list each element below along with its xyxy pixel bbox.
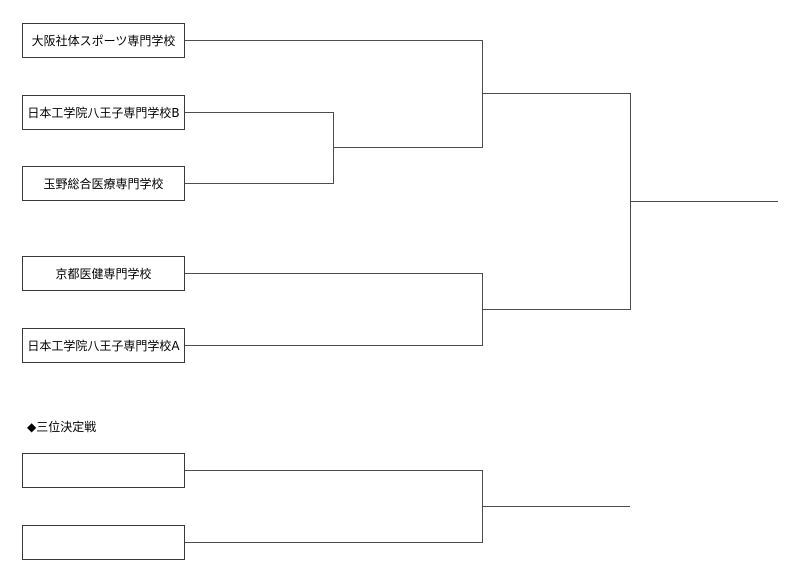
team-box-1: 大阪社体スポーツ専門学校 — [22, 23, 185, 58]
team-name-5: 日本工学院八王子専門学校A — [27, 338, 180, 353]
connector-line — [185, 112, 333, 113]
connector-line — [185, 345, 482, 346]
connector-line — [482, 309, 630, 310]
connector-line — [185, 470, 482, 471]
third-place-box-1 — [22, 453, 185, 488]
third-place-box-2 — [22, 525, 185, 560]
winner-line — [630, 201, 778, 202]
team-box-4: 京都医健専門学校 — [22, 256, 185, 291]
team-name-3: 玉野総合医療専門学校 — [43, 176, 164, 191]
team-name-4: 京都医健専門学校 — [55, 266, 152, 281]
connector-line — [185, 542, 482, 543]
team-name-2: 日本工学院八王子専門学校B — [27, 105, 180, 120]
team-box-5: 日本工学院八王子専門学校A — [22, 328, 185, 363]
team-name-1: 大阪社体スポーツ専門学校 — [31, 33, 176, 48]
connector-line — [482, 93, 630, 94]
connector-line — [333, 112, 334, 184]
connector-line — [185, 40, 482, 41]
team-box-3: 玉野総合医療専門学校 — [22, 166, 185, 201]
third-place-label: ◆三位決定戦 — [27, 420, 97, 434]
third-place-winner-line — [482, 506, 630, 507]
connector-line — [185, 273, 482, 274]
connector-line — [482, 40, 483, 148]
team-box-2: 日本工学院八王子専門学校B — [22, 95, 185, 130]
connector-line — [333, 147, 482, 148]
connector-line — [185, 183, 333, 184]
